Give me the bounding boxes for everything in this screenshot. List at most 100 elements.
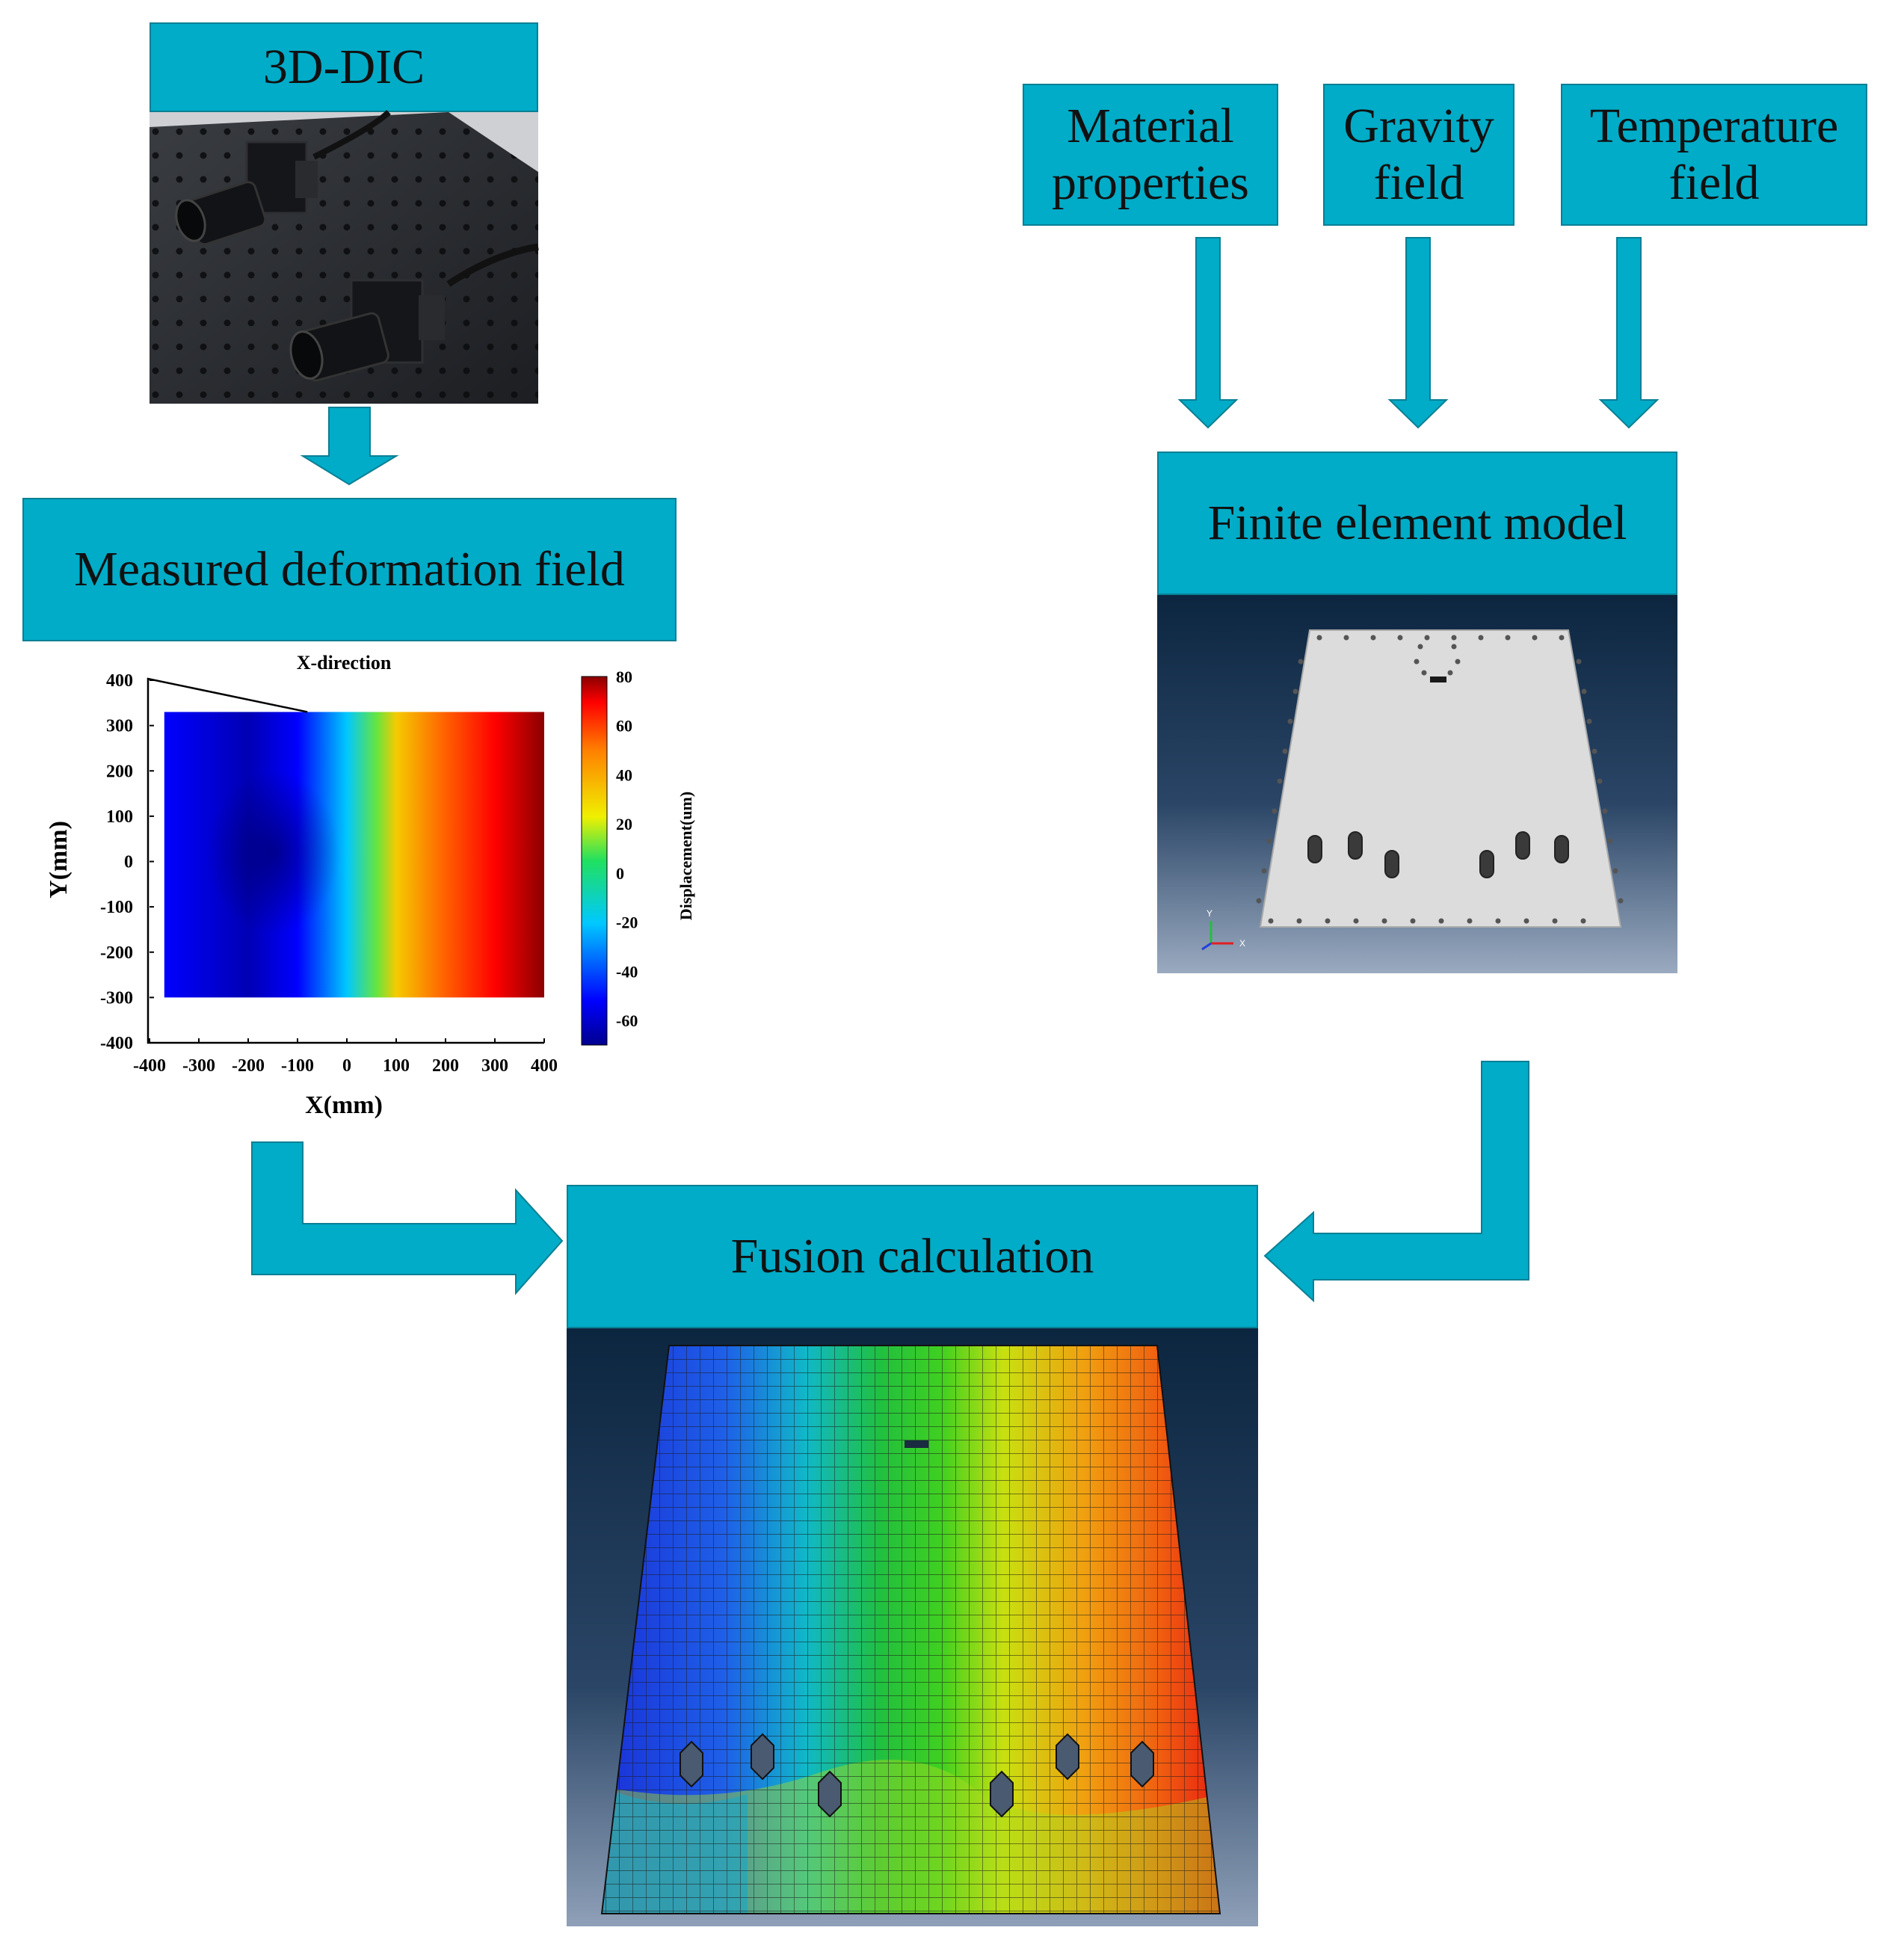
x-tick-label: 100 <box>383 1056 410 1076</box>
colorbar-tick-label: 20 <box>616 815 632 833</box>
fem-bolt-hole <box>1424 635 1430 641</box>
fusion-box: Fusion calculation <box>567 1185 1258 1328</box>
fem-bolt-hole <box>1410 918 1416 924</box>
colorbar-tick-label: 0 <box>616 864 624 883</box>
y-tick-label: -200 <box>100 943 133 963</box>
arrow-measured-to-fusion <box>251 1141 564 1295</box>
fem-bolt-hole <box>1495 918 1501 924</box>
fusion-label: Fusion calculation <box>730 1229 1094 1284</box>
fem-bolt-hole <box>1552 918 1558 924</box>
fem-slots <box>1307 831 1569 878</box>
fem-bolt-hole <box>1478 635 1484 641</box>
fem-bolt-hole <box>1417 644 1423 650</box>
fem-bolt-hole <box>1581 688 1587 694</box>
dic-title: 3D-DIC <box>262 40 425 95</box>
fem-label: Finite element model <box>1207 496 1627 551</box>
fem-bolt-hole <box>1325 918 1331 924</box>
y-tick-label: 100 <box>106 807 133 827</box>
x-tick-label: 300 <box>481 1056 508 1076</box>
x-tick-label: -200 <box>232 1056 265 1076</box>
fem-bolt-hole <box>1282 748 1288 754</box>
fem-bolt-hole <box>1591 748 1597 754</box>
y-tick-label: 0 <box>124 853 133 872</box>
fem-bolt-hole <box>1381 918 1387 924</box>
fem-bolt-hole <box>1607 838 1613 844</box>
colorbar-tick-label: 40 <box>616 765 632 784</box>
fem-bolt-hole <box>1576 659 1582 665</box>
x-tick-label: 0 <box>342 1056 351 1076</box>
arrow-material <box>1177 237 1239 429</box>
y-tick-label: -400 <box>100 1034 133 1053</box>
x-tick-label: -100 <box>281 1056 314 1076</box>
arrow-temperature <box>1598 237 1660 429</box>
fem-holes <box>1256 635 1624 924</box>
fem-bolt-hole <box>1353 918 1359 924</box>
fem-bolt-hole <box>1559 635 1565 641</box>
temperature-field-box: Temperature field <box>1561 84 1867 226</box>
fem-bolt-hole <box>1447 670 1453 676</box>
fem-bolt-hole <box>1612 868 1618 874</box>
fem-bolt-hole <box>1277 778 1283 784</box>
camera-2 <box>289 243 539 382</box>
fem-bolt-hole <box>1261 868 1267 874</box>
colorbar-tick-label: 60 <box>616 717 632 736</box>
fusion-hex-holes <box>680 1733 1154 1818</box>
fem-bolt-hole <box>1272 808 1278 814</box>
fem-bolt-hole <box>1343 635 1349 641</box>
axis-triad-icon: Y X <box>1201 908 1245 951</box>
temperature-field-label: Temperature field <box>1589 99 1839 210</box>
arrow-gravity <box>1387 237 1449 429</box>
fem-bolt-hole <box>1421 670 1427 676</box>
triad-x-label: X <box>1239 938 1245 949</box>
x-tick-label: 200 <box>432 1056 459 1076</box>
arrow-fem-to-fusion <box>1263 1061 1529 1303</box>
y-tick-label: -300 <box>100 988 133 1008</box>
x-tick-label: 400 <box>531 1056 558 1076</box>
fem-bolt-hole <box>1451 635 1457 641</box>
fem-bolt-hole <box>1296 918 1302 924</box>
y-tick-label: 400 <box>106 671 133 691</box>
colorbar <box>581 676 608 1046</box>
fem-bolt-hole <box>1602 808 1608 814</box>
fem-bolt-hole <box>1597 778 1603 784</box>
fem-bolt-hole <box>1580 918 1586 924</box>
fem-bolt-hole <box>1266 838 1272 844</box>
fem-bolt-hole <box>1370 635 1376 641</box>
measured-field-label: Measured deformation field <box>74 542 625 597</box>
fem-bolt-hole <box>1455 659 1461 665</box>
fusion-plate <box>602 1346 1220 1914</box>
fem-bolt-hole <box>1316 635 1322 641</box>
y-tick-label: 300 <box>106 717 133 736</box>
fem-slot-top <box>1430 677 1446 682</box>
dic-title-box: 3D-DIC <box>150 22 538 112</box>
fusion-slot-top <box>905 1440 928 1448</box>
fem-bolt-hole <box>1414 659 1420 665</box>
material-properties-label: Material properties <box>1052 99 1249 210</box>
chart-xlabel: X(mm) <box>305 1091 383 1119</box>
fem-bolt-hole <box>1298 659 1304 665</box>
heatmap-min-core <box>206 770 340 935</box>
material-properties-box: Material properties <box>1023 84 1278 226</box>
fem-bolt-hole <box>1397 635 1403 641</box>
fem-bolt-hole <box>1268 918 1274 924</box>
fem-bolt-hole <box>1451 644 1457 650</box>
x-tick-label: -300 <box>182 1056 215 1076</box>
gravity-field-box: Gravity field <box>1323 84 1514 226</box>
colorbar-tick-label: 80 <box>616 668 632 686</box>
colorbar-tick-label: -60 <box>616 1011 638 1030</box>
camera-1 <box>175 141 318 246</box>
y-tick-label: 200 <box>106 762 133 781</box>
fem-bolt-hole <box>1532 635 1538 641</box>
fem-bolt-hole <box>1523 918 1529 924</box>
fem-bolt-hole <box>1256 898 1262 904</box>
fem-bolt-hole <box>1618 898 1624 904</box>
colorbar-tick-label: -40 <box>616 962 638 981</box>
fem-bolt-hole <box>1586 718 1592 724</box>
gravity-field-label: Gravity field <box>1343 99 1494 210</box>
